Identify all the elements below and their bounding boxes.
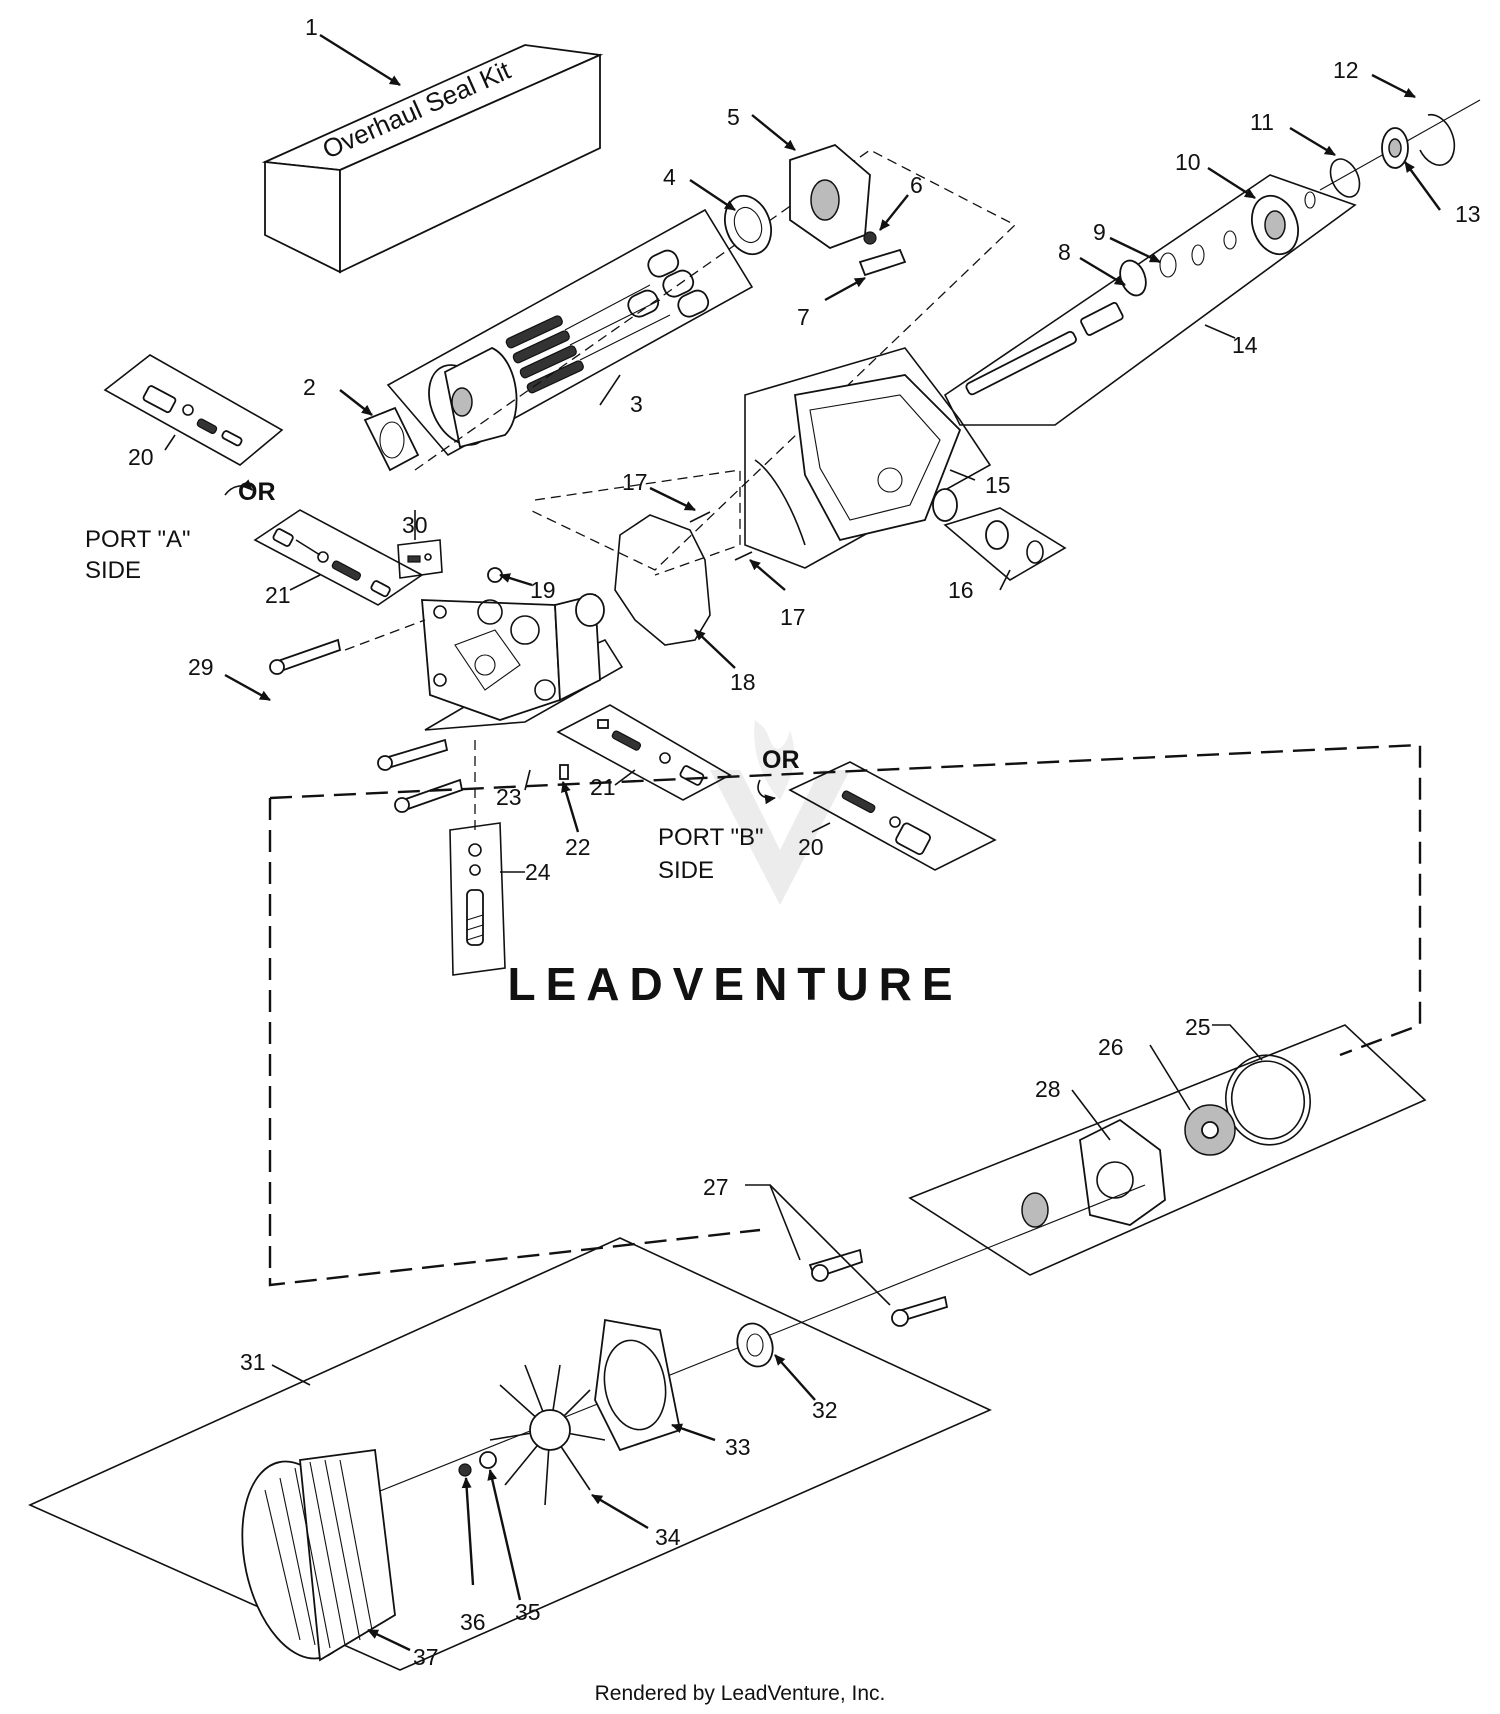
callout-10: 10 bbox=[1175, 149, 1201, 175]
callout-5: 5 bbox=[727, 104, 740, 130]
bypass-kit-30 bbox=[397, 539, 443, 579]
callout-15: 15 bbox=[985, 472, 1011, 498]
cylinder-block-kit bbox=[386, 208, 754, 457]
callout-20-a: 20 bbox=[128, 444, 154, 470]
callout-26: 26 bbox=[1098, 1034, 1124, 1060]
port-a-side: SIDE bbox=[85, 557, 141, 584]
watermark: LEADVENTURE bbox=[507, 720, 962, 1010]
callout-8: 8 bbox=[1058, 239, 1071, 265]
callout-21-b: 21 bbox=[590, 774, 616, 800]
callout-20-b: 20 bbox=[798, 834, 824, 860]
callout-18: 18 bbox=[730, 669, 756, 695]
callout-17-lower: 17 bbox=[780, 604, 806, 630]
callout-4: 4 bbox=[663, 164, 676, 190]
or-label-a: OR bbox=[238, 478, 276, 506]
valve-plate bbox=[363, 406, 420, 472]
callout-2: 2 bbox=[303, 374, 316, 400]
input-shaft-kit bbox=[943, 174, 1357, 426]
fan-assembly bbox=[28, 1237, 992, 1671]
relief-valve-kit-a bbox=[103, 354, 284, 466]
callout-labels: 1 2 3 4 5 6 7 8 9 10 11 12 13 14 15 16 1… bbox=[85, 14, 1481, 1670]
callout-31: 31 bbox=[240, 1349, 266, 1375]
end-cap bbox=[421, 567, 624, 731]
callout-9: 9 bbox=[1093, 219, 1106, 245]
callout-25: 25 bbox=[1185, 1014, 1211, 1040]
dowel-pins bbox=[689, 511, 753, 561]
callout-13: 13 bbox=[1455, 201, 1481, 227]
callout-3: 3 bbox=[630, 391, 643, 417]
relief-valve-kit-b bbox=[788, 761, 997, 871]
leader-lines bbox=[164, 33, 1441, 1652]
callout-16: 16 bbox=[948, 577, 974, 603]
callout-30: 30 bbox=[402, 512, 428, 538]
watermark-text: LEADVENTURE bbox=[507, 958, 962, 1010]
port-b-side: SIDE bbox=[658, 857, 714, 884]
callout-36: 36 bbox=[460, 1609, 486, 1635]
callout-32: 32 bbox=[812, 1397, 838, 1423]
charge-pump-assembly bbox=[808, 1024, 1427, 1327]
callout-6: 6 bbox=[910, 172, 923, 198]
callout-12: 12 bbox=[1333, 57, 1359, 83]
shaft-seal-assembly bbox=[724, 143, 907, 277]
callout-21-a: 21 bbox=[265, 582, 291, 608]
bolts bbox=[269, 638, 464, 813]
callout-27: 27 bbox=[703, 1174, 729, 1200]
callout-11: 11 bbox=[1250, 109, 1274, 135]
housing-gasket bbox=[614, 514, 711, 646]
plug-22 bbox=[559, 764, 569, 780]
callout-23: 23 bbox=[496, 784, 522, 810]
callout-17-upper: 17 bbox=[622, 469, 648, 495]
center-housing bbox=[744, 347, 992, 569]
port-a-label: PORT "A" bbox=[85, 526, 191, 553]
callout-35: 35 bbox=[515, 1599, 541, 1625]
callout-1: 1 bbox=[305, 14, 318, 40]
callout-24: 24 bbox=[525, 859, 551, 885]
callout-34: 34 bbox=[655, 1524, 681, 1550]
callout-29: 29 bbox=[188, 654, 214, 680]
callout-33: 33 bbox=[725, 1434, 751, 1460]
or-label-b: OR bbox=[762, 746, 800, 774]
callout-37: 37 bbox=[413, 1644, 439, 1670]
port-b-label: PORT "B" bbox=[658, 824, 764, 851]
check-valve-kit-b bbox=[556, 704, 732, 801]
seal-kit-16 bbox=[943, 507, 1067, 581]
callout-7: 7 bbox=[797, 304, 810, 330]
callout-28: 28 bbox=[1035, 1076, 1061, 1102]
callout-14: 14 bbox=[1232, 332, 1258, 358]
callout-22: 22 bbox=[565, 834, 591, 860]
retaining-rings bbox=[1319, 99, 1481, 198]
footer-credit: Rendered by LeadVenture, Inc. bbox=[595, 1682, 886, 1705]
callout-19: 19 bbox=[530, 577, 556, 603]
overhaul-seal-kit-box: Overhaul Seal Kit bbox=[261, 44, 604, 274]
charge-relief-kit bbox=[449, 822, 506, 976]
